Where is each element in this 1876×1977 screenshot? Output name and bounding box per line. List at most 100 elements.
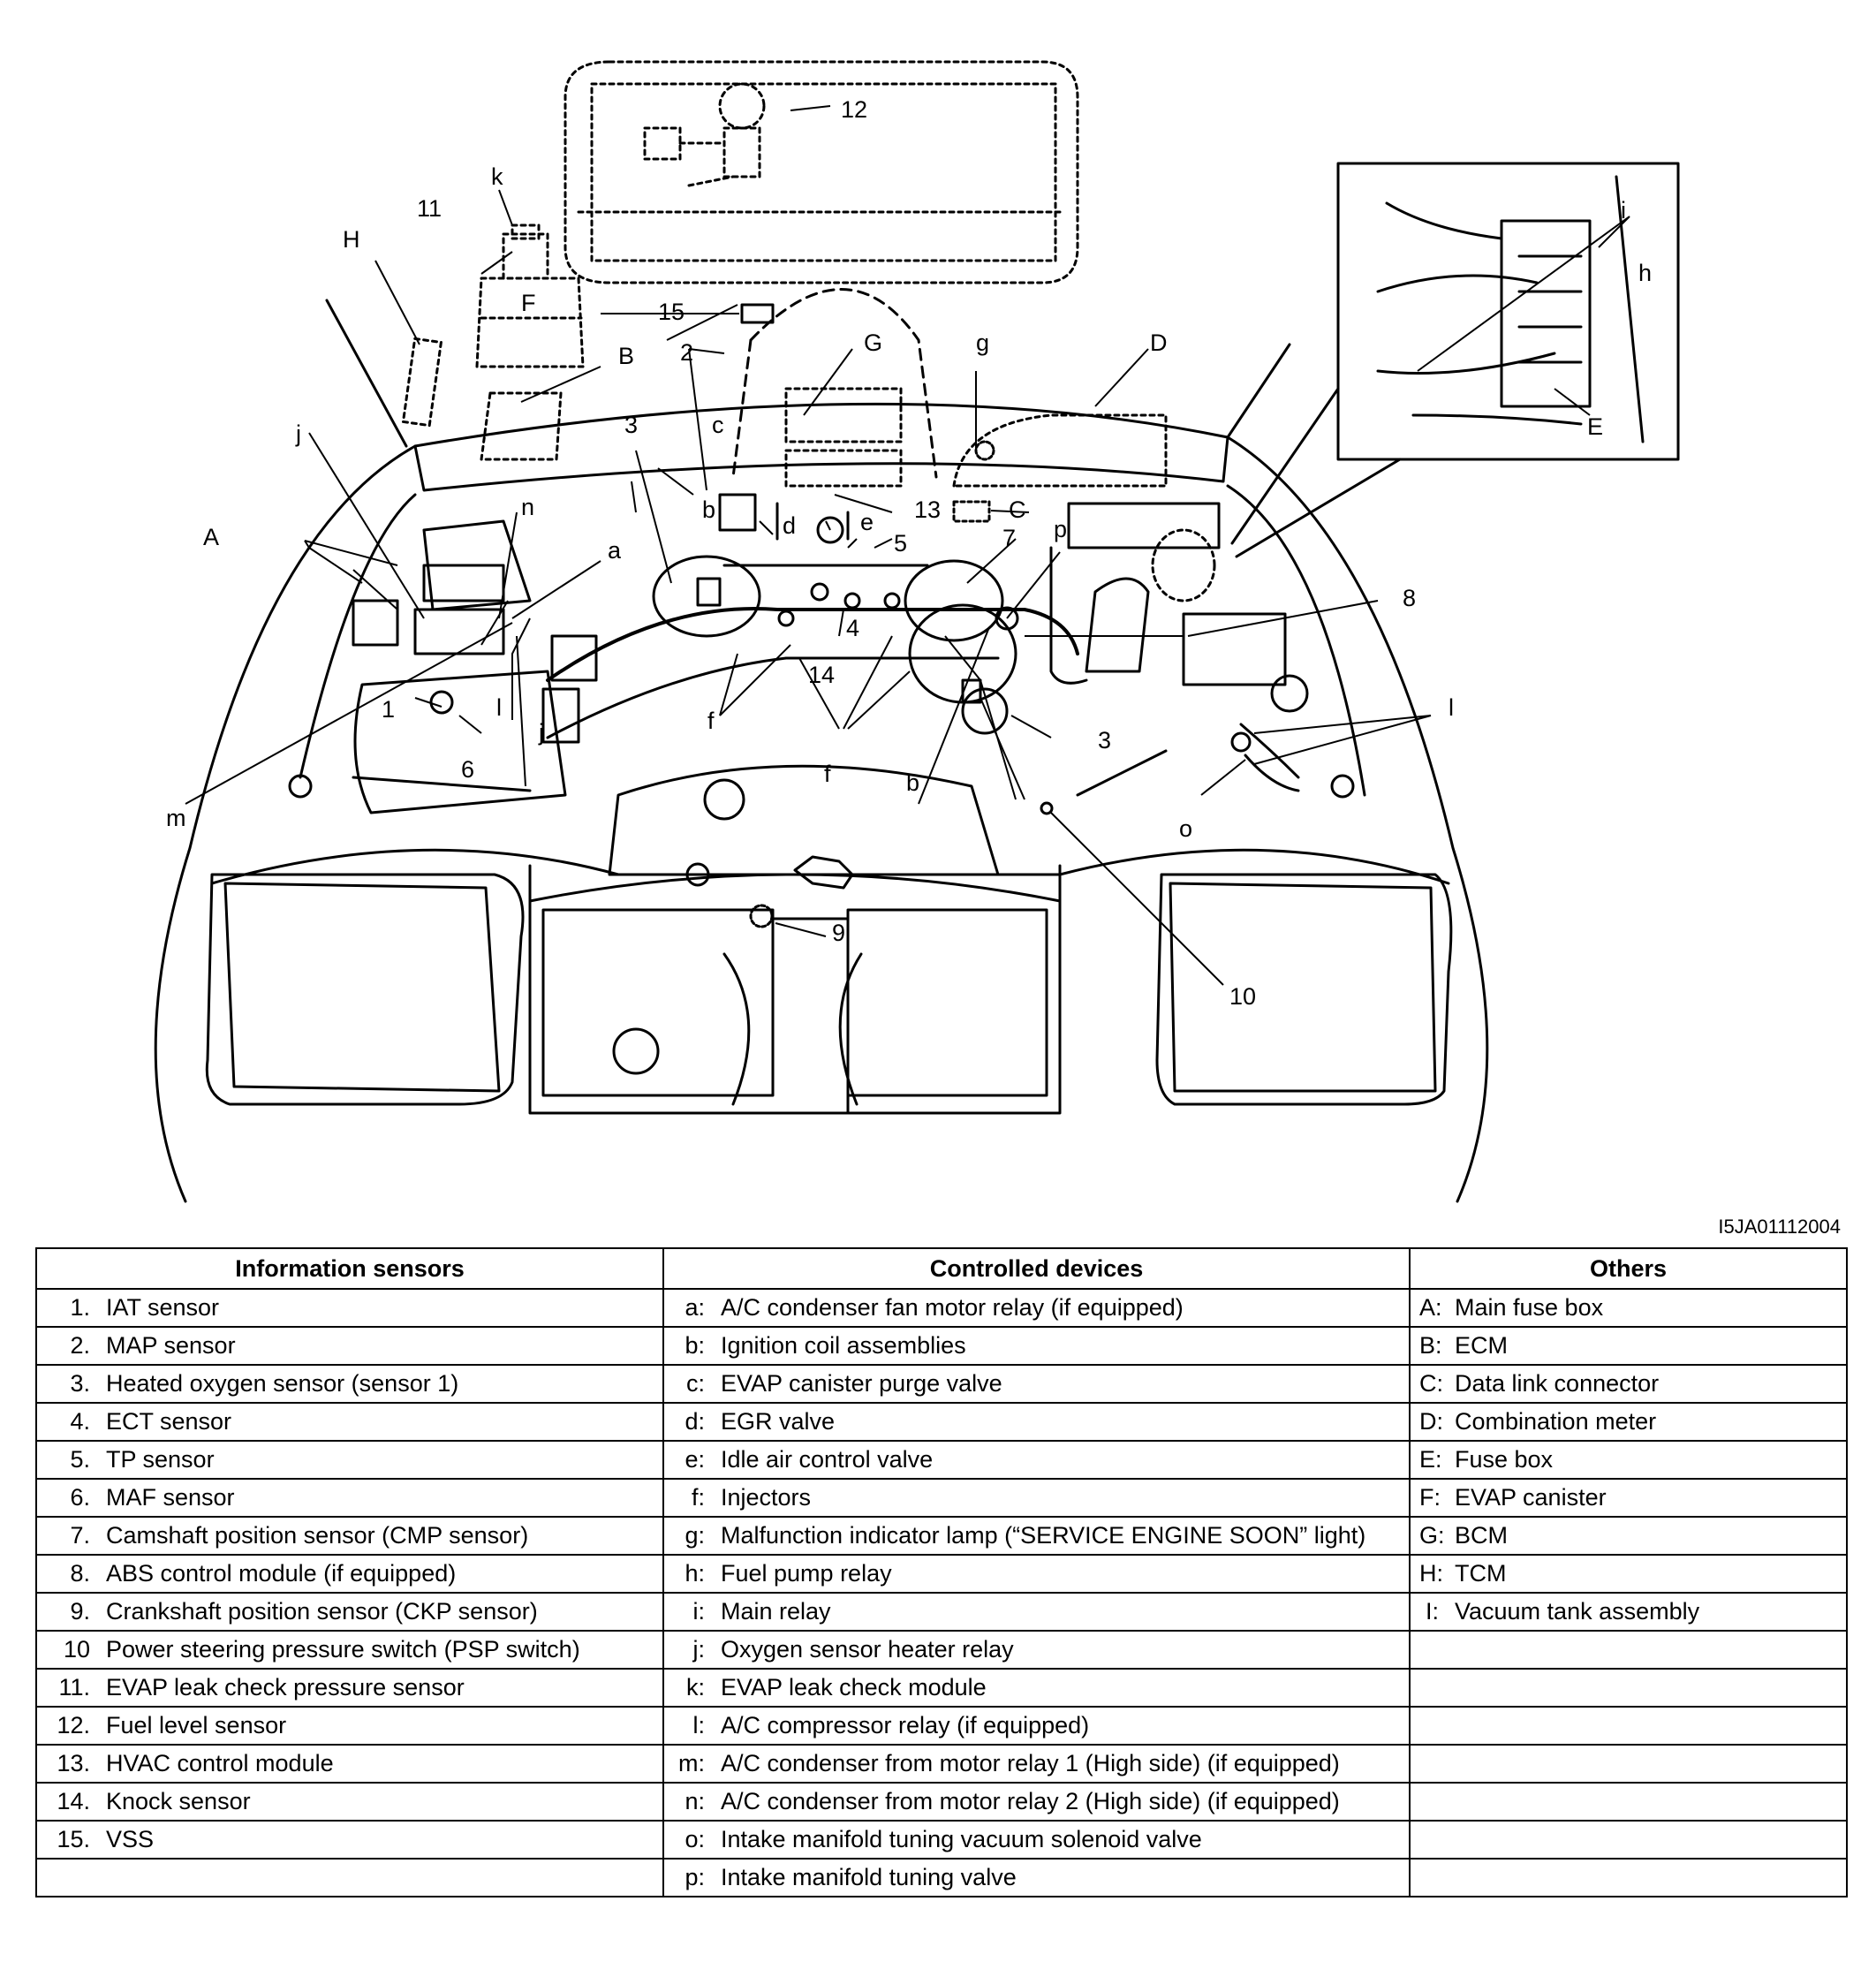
callout-l-right: l [1449,694,1454,721]
callout-4: 4 [846,615,859,641]
engine-bay-diagram: 1 2 3 3 4 5 6 7 8 9 10 11 12 13 14 15 a … [154,60,1680,1203]
callout-B: B [618,343,634,369]
header-controlled-devices: Controlled devices [662,1247,1411,1290]
legend-description: Fuse box [1455,1446,1554,1473]
sensor-cell: 4.ECT sensor [35,1402,664,1442]
sensor-cell: 7. Camshaft position sensor (CMP sensor) [35,1516,664,1556]
legend-description: HVAC control module [106,1750,334,1776]
sensor-cell: 10 Power steering pressure switch (PSP sw… [35,1630,664,1670]
other-cell: I: Vacuum tank assembly [1409,1592,1848,1632]
inset-frame [1336,162,1680,461]
device-cell: n:A/C condenser from motor relay 2 (High… [662,1782,1411,1822]
legend-description: EVAP leak check module [721,1674,987,1701]
legend-description: A/C condenser from motor relay 2 (High s… [721,1788,1340,1814]
other-cell: F:EVAP canister [1409,1478,1848,1518]
other-cell: C:Data link connector [1409,1364,1848,1404]
other-cell [1409,1744,1848,1784]
legend-key: a: [685,1294,705,1321]
evap-canister [475,223,585,368]
legend-key: g: [685,1522,705,1549]
callout-12: 12 [841,96,867,123]
legend-description: Intake manifold tuning valve [721,1864,1017,1890]
headlight-left [205,873,525,1106]
callout-k: k [491,163,503,190]
callout-F: F [521,290,536,316]
figure-id: I5JA01112004 [1718,1216,1841,1238]
legend-row: 7. Camshaft position sensor (CMP sensor) g… [35,1516,1848,1556]
legend-row: 9.Crankshaft position sensor (CKP sensor… [35,1592,1848,1632]
callout-E: E [1587,413,1603,440]
legend-key: 10 [63,1636,90,1663]
sensor-cell: 14.Knock sensor [35,1782,664,1822]
callout-3-left: 3 [624,412,638,438]
device-cell: c:EVAP canister purge valve [662,1364,1411,1404]
device-cell: m:A/C condenser from motor relay 1 (High… [662,1744,1411,1784]
legend-description: Main relay [721,1598,831,1625]
legend-key: 7. [70,1522,90,1549]
legend-key: j: [692,1636,706,1663]
callout-11: 11 [417,195,442,222]
intake-duct [546,607,1079,682]
other-cell: E:Fuse box [1409,1440,1848,1480]
radiator-tank [608,764,1000,876]
legend-description: Camshaft position sensor (CMP sensor) [106,1522,529,1549]
device-cell: f:Injectors [662,1478,1411,1518]
device-cell: b:Ignition coil assemblies [662,1326,1411,1366]
legend-row: 5.TP sensor e: Idle air control valve E:Fus… [35,1440,1848,1480]
sensor-cell: 11.EVAP leak check pressure sensor [35,1668,664,1708]
legend-description: Vacuum tank assembly [1455,1598,1700,1625]
callout-d: d [783,512,796,539]
legend-description: MAP sensor [106,1332,236,1359]
legend-key: 14. [57,1788,90,1814]
legend-table: Information sensors Controlled devices O… [35,1247,1848,1897]
header-others: Others [1409,1247,1848,1290]
device-cell: g:Malfunction indicator lamp (“SERVICE E… [662,1516,1411,1556]
other-cell: H:TCM [1409,1554,1848,1594]
other-cell [1409,1820,1848,1860]
callout-14: 14 [808,662,835,688]
header-information-sensors: Information sensors [35,1247,664,1290]
legend-description: Injectors [721,1484,812,1511]
legend-description: Power steering pressure switch (PSP swit… [106,1636,580,1663]
callout-C: C [1009,496,1026,523]
legend-key: 11. [58,1674,90,1701]
legend-description: A/C condenser fan motor relay (if equipp… [721,1294,1184,1321]
device-cell: i:Main relay [662,1592,1411,1632]
legend-description: TP sensor [106,1446,215,1473]
legend-key: e: [685,1446,705,1473]
legend-key: B: [1419,1332,1442,1359]
other-cell: B:ECM [1409,1326,1848,1366]
combination-meter-outline [952,413,1168,488]
callout-j-upper: j [295,420,301,447]
callout-15: 15 [658,299,685,325]
callout-a: a [608,537,622,564]
callout-G: G [864,330,882,356]
engine-bay-drawing: 1 2 3 3 4 5 6 7 8 9 10 11 12 13 14 15 a … [154,60,1680,1203]
sensor-cell: 3.Heated oxygen sensor (sensor 1) [35,1364,664,1404]
device-cell: o:Intake manifold tuning vacuum solenoid… [662,1820,1411,1860]
legend-key: G: [1419,1522,1445,1549]
legend-key: d: [685,1408,705,1435]
legend-description: Ignition coil assemblies [721,1332,966,1359]
callout-c: c [712,412,724,438]
device-cell: a: A/C condenser fan motor relay (if equi… [662,1288,1411,1328]
device-cell: l:A/C compressor relay (if equipped) [662,1706,1411,1746]
sensor-cell: 9.Crankshaft position sensor (CKP sensor… [35,1592,664,1632]
legend-key: I: [1425,1598,1439,1625]
sensor-cell: 8.ABS control module (if equipped) [35,1554,664,1594]
ecm-outline [480,391,563,461]
sensor-cell: 5.TP sensor [35,1440,664,1480]
other-cell: D:Combination meter [1409,1402,1848,1442]
legend-description: A/C compressor relay (if equipped) [721,1712,1090,1738]
legend-description: Crankshaft position sensor (CKP sensor) [106,1598,538,1625]
device-cell: h:Fuel pump relay [662,1554,1411,1594]
air-cleaner [353,670,567,814]
brake-reservoir [1085,577,1150,673]
device-cell: d:EGR valve [662,1402,1411,1442]
legend-key: m: [678,1750,705,1776]
legend-description: Idle air control valve [721,1446,934,1473]
